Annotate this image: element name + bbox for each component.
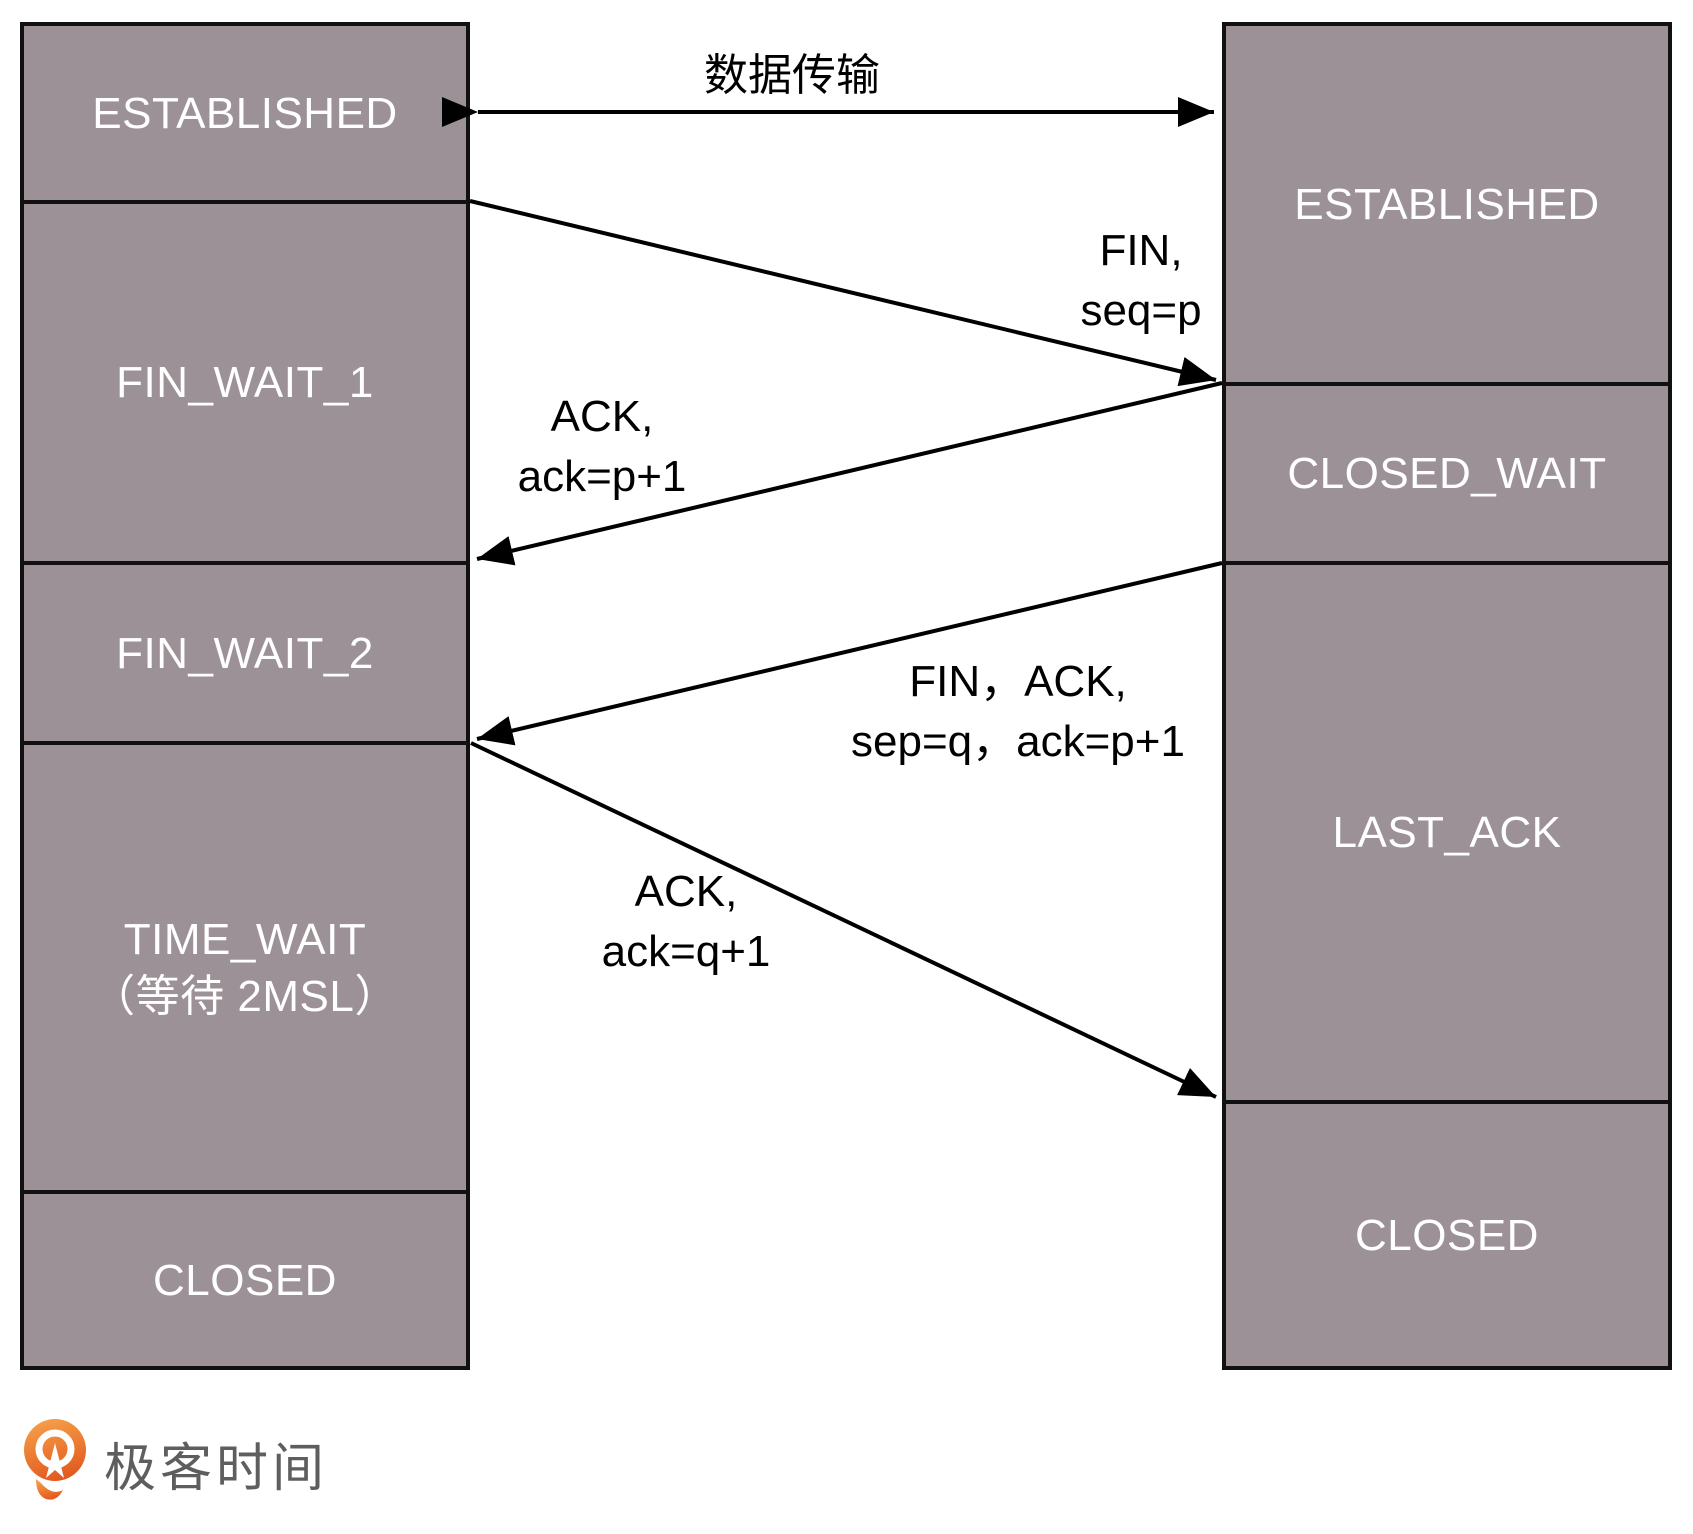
fin-ack-arrow-label-line2: sep=q，ack=p+1 [851, 717, 1185, 766]
geektime-logo-text: 极客时间 [104, 1440, 329, 1498]
ack2-arrow-label: ACK, ack=q+1 [602, 862, 771, 982]
fin-ack-arrow-label: FIN，ACK, sep=q，ack=p+1 [851, 652, 1185, 772]
fin-ack-arrow-label-line1: FIN，ACK, [909, 657, 1127, 706]
state-label: FIN_WAIT_2 [116, 628, 374, 678]
state-label: ESTABLISHED [1294, 179, 1600, 229]
ack1-arrow-label-line2: ack=p+1 [517, 452, 687, 501]
client-state-fin-wait-1: FIN_WAIT_1 [20, 200, 470, 565]
state-label: ESTABLISHED [92, 88, 398, 138]
ack1-arrow-label-line1: ACK, [550, 392, 654, 441]
ack2-arrow-label-line2: ack=q+1 [601, 927, 771, 976]
state-label: LAST_ACK [1332, 808, 1562, 857]
geektime-pin-icon [24, 1419, 86, 1500]
client-state-established: ESTABLISHED [20, 22, 470, 204]
client-state-closed: CLOSED [20, 1190, 470, 1370]
state-label: CLOSED [153, 1255, 337, 1305]
server-state-closed-wait: CLOSED_WAIT [1222, 382, 1672, 565]
data-transfer-label: 数据传输 [704, 51, 880, 100]
state-sublabel: （等待 2MSL） [91, 971, 399, 1021]
state-label: CLOSED_WAIT [1287, 449, 1607, 498]
client-state-fin-wait-2: FIN_WAIT_2 [20, 561, 470, 745]
server-state-last-ack: LAST_ACK [1222, 561, 1672, 1104]
fin-arrow-label-line2: seq=p [1080, 286, 1202, 335]
state-label: FIN_WAIT_1 [116, 358, 374, 407]
state-label: TIME_WAIT [123, 914, 367, 964]
fin-arrow-label: FIN, seq=p [1080, 221, 1201, 341]
fin-arrow-label-line1: FIN, [1099, 226, 1183, 275]
ack2-arrow-label-line1: ACK, [634, 867, 738, 916]
ack-arrow-2 [470, 741, 1217, 1099]
server-state-established: ESTABLISHED [1222, 22, 1672, 386]
server-state-closed: CLOSED [1222, 1100, 1672, 1370]
geektime-logo: 极客时间 [24, 1419, 328, 1505]
ack1-arrow-label: ACK, ack=p+1 [518, 387, 687, 507]
client-state-time-wait: TIME_WAIT （等待 2MSL） [20, 741, 470, 1194]
state-label: CLOSED [1355, 1210, 1539, 1260]
